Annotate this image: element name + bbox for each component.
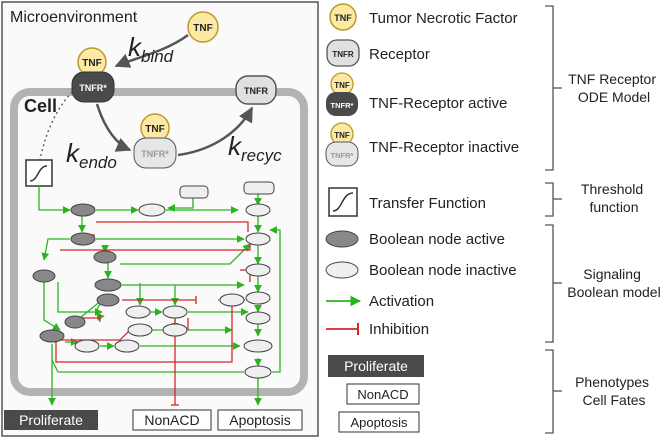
tnfr-active-label: TNFR*	[79, 83, 107, 93]
legend-receptor-icon	[326, 39, 360, 67]
node-w	[244, 365, 272, 379]
legend-active-receptor-text: TNFR*	[331, 101, 354, 110]
node-e	[245, 232, 271, 246]
cell-label: Cell	[24, 96, 57, 116]
legend-active-receptor-icon	[326, 92, 358, 116]
node-s	[162, 323, 188, 337]
legend-receptor-label: Receptor	[369, 46, 430, 63]
legend-inactive-label: TNF-Receptor inactive	[369, 139, 519, 156]
legend-fate-nonacd-box	[346, 383, 420, 405]
fate-apoptosis-box	[217, 409, 303, 431]
k-bind-label: kbind	[128, 32, 174, 66]
receptor-to-transfer-dotted	[39, 91, 73, 161]
node-c	[245, 203, 271, 217]
node-f	[93, 250, 117, 264]
legend-inactive-receptor-text: TNFR*	[331, 151, 354, 160]
legend-inactive-tnf-text: TNF	[334, 131, 350, 140]
legend-node-active-icon	[325, 230, 359, 248]
group-threshold-label: Threshold function	[581, 181, 647, 215]
legend-active-label: TNF-Receptor active	[369, 95, 507, 112]
endocytosis-arrow	[95, 103, 132, 152]
group-brackets	[545, 5, 562, 434]
node-p	[64, 315, 86, 329]
microenvironment-label: Microenvironment	[10, 9, 138, 26]
k-recyc-label: krecyc	[228, 131, 282, 165]
node-v	[243, 339, 273, 353]
legend-fate-apoptosis-label: Apoptosis	[350, 415, 408, 430]
legend-node-inactive-icon	[325, 261, 359, 279]
group-ode-label: TNF Receptor ODE Model	[568, 71, 660, 105]
legend-receptor-icon-text: TNFR	[332, 50, 354, 59]
node-g	[32, 269, 56, 283]
fate-nonacd-label: NonACD	[144, 412, 199, 428]
legend-transfer-label: Transfer Function	[369, 195, 486, 212]
tnfr-label: TNFR	[244, 86, 268, 96]
group-phenotypes-label: Phenotypes Cell Fates	[575, 374, 653, 408]
cell-membrane	[10, 88, 308, 396]
tnfr-receptor	[235, 75, 277, 105]
tnfr-active-receptor	[71, 71, 115, 103]
legend-tnf-label: Tumor Necrotic Factor	[369, 10, 518, 27]
node-o	[245, 311, 271, 325]
legend-fate-proliferate-label: Proliferate	[344, 358, 408, 374]
microenvironment-frame	[1, 1, 319, 437]
group-signaling-label: Signaling Boolean model	[567, 266, 660, 300]
recycle-arrow	[177, 106, 254, 157]
legend-fate-apoptosis-box	[338, 411, 420, 433]
tnf-ligand	[187, 11, 219, 43]
fate-proliferate-label: Proliferate	[19, 412, 83, 428]
legend-inhibition-label: Inhibition	[369, 321, 429, 338]
legend-sigmoid-icon	[332, 192, 354, 212]
k-endo-label: kendo	[66, 138, 117, 172]
legend-node-inactive-label: Boolean node inactive	[369, 262, 517, 279]
node-j	[245, 291, 271, 305]
legend-node-active-label: Boolean node active	[369, 231, 505, 248]
sigmoid-icon	[29, 165, 48, 182]
node-h	[94, 278, 122, 292]
tnf-bound-active-label: TNF	[82, 58, 101, 69]
boolean-nodes	[32, 181, 275, 379]
input-node-2	[243, 181, 275, 195]
legend-activation-label: Activation	[369, 293, 434, 310]
tnfr-inactive-label: TNFR*	[141, 149, 169, 159]
node-l	[125, 305, 151, 319]
node-r	[127, 323, 153, 337]
node-i	[245, 263, 271, 277]
bind-arrow	[114, 33, 189, 68]
fate-nonacd-box	[132, 409, 212, 431]
node-b	[138, 203, 166, 217]
fate-apoptosis-label: Apoptosis	[229, 412, 290, 428]
node-q	[39, 329, 65, 343]
tnf-bound-inactive-label: TNF	[145, 124, 164, 135]
node-d	[70, 232, 96, 246]
node-t	[74, 339, 100, 353]
node-a	[70, 203, 96, 217]
tnfr-inactive-receptor	[133, 137, 177, 169]
node-k	[96, 293, 120, 307]
legend-inactive-receptor-icon	[325, 141, 359, 167]
input-node-1	[179, 185, 209, 199]
legend-fate-proliferate-box	[328, 355, 424, 377]
node-u	[114, 339, 140, 353]
legend-fate-nonacd-label: NonACD	[357, 387, 408, 402]
legend-active-tnf-text: TNF	[334, 81, 350, 90]
tnf-ligand-label: TNF	[193, 23, 212, 34]
fate-proliferate-box	[4, 410, 98, 430]
legend-tnf-icon-text: TNF	[334, 13, 352, 23]
node-n	[219, 293, 245, 307]
node-m	[162, 305, 188, 319]
legend-tnf-icon	[329, 3, 357, 31]
